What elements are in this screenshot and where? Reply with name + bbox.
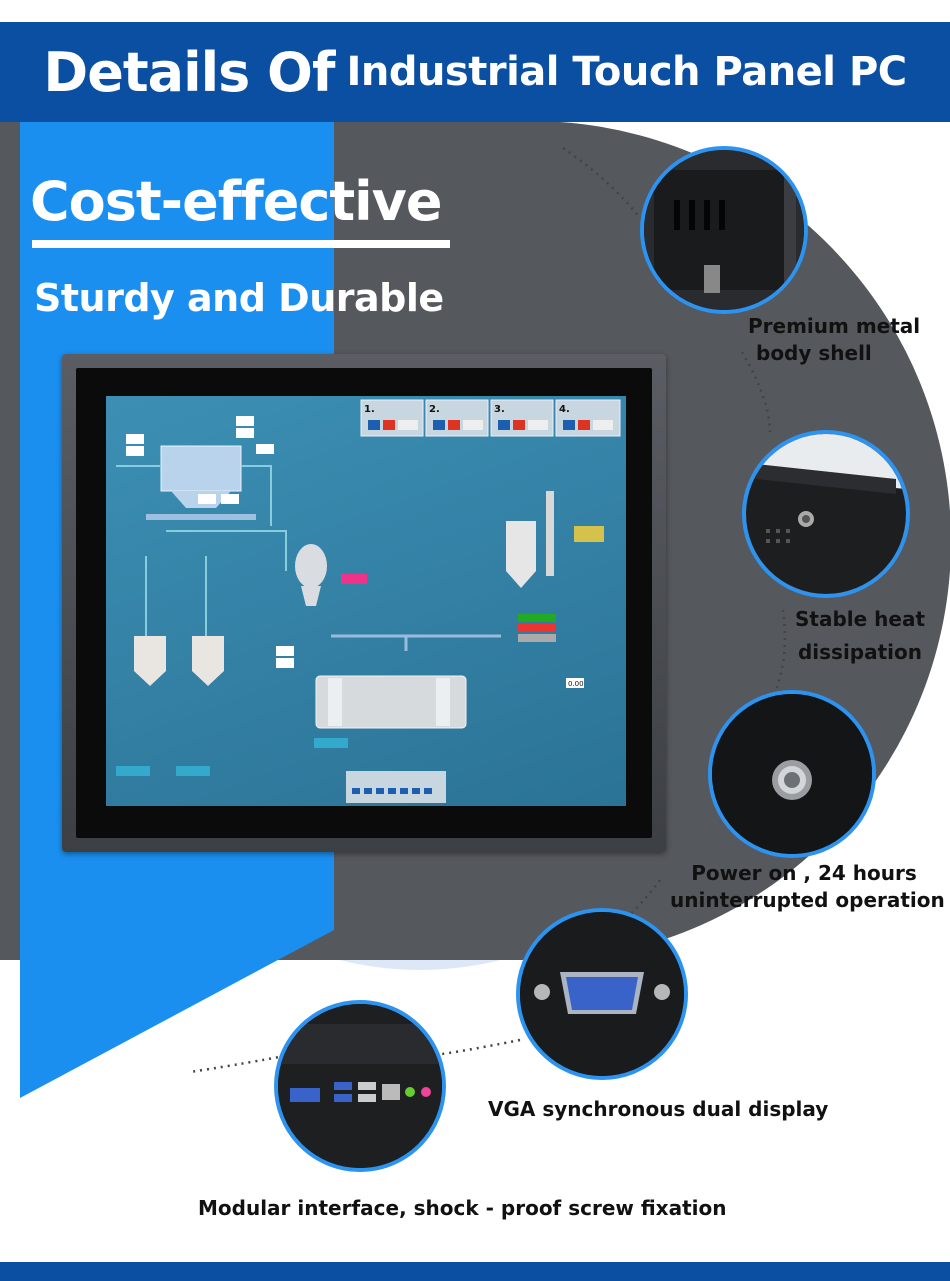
touch-panel-monitor: 1. 2. 3. 4. [62,354,666,852]
hmi-readout: 0.00 [568,680,584,688]
feature-label-heat: Stable heat dissipation [790,606,930,666]
feature-line: Power on , 24 hours [691,861,917,885]
feature-line: body shell [756,341,872,365]
feature-line: Stable heat [794,607,926,631]
metal-shell-icon [644,150,804,310]
headline: Cost-effective [30,170,442,233]
heat-vent-icon [746,434,906,594]
footer-bar [0,1262,950,1281]
callout-metal-shell [640,146,808,314]
header-title-small: Industrial Touch Panel PC [346,49,907,95]
hmi-diagram: 1. 2. 3. 4. [116,399,621,803]
callout-vga [516,908,688,1080]
hmi-panel-3-number: 3. [494,404,505,415]
header-title-big: Details Of [43,40,335,104]
hmi-screen: 1. 2. 3. 4. [106,396,626,806]
feature-line: uninterrupted operation [670,888,945,912]
hmi-panel-4-number: 4. [559,404,570,415]
header-banner: Details Of Industrial Touch Panel PC [0,22,950,122]
feature-label-metal-shell: Premium metal body shell [748,313,921,367]
feature-line: dissipation [797,640,923,664]
callout-heat-dissipation [742,430,910,598]
subheadline: Sturdy and Durable [34,276,444,320]
callout-io-ports [274,1000,446,1172]
monitor-bezel: 1. 2. 3. 4. [76,368,652,838]
headline-underline [32,240,450,248]
feature-label-power: Power on , 24 hours uninterrupted operat… [670,860,945,914]
io-ports-icon [278,1004,442,1168]
power-button-icon [712,694,872,854]
hmi-panel-2-number: 2. [429,404,440,415]
feature-label-vga: VGA synchronous dual display [488,1097,829,1121]
feature-line: Premium metal [748,314,921,338]
feature-label-modular: Modular interface, shock - proof screw f… [198,1196,727,1220]
vga-port-icon [520,912,684,1076]
callout-power-button [708,690,876,858]
hmi-panel-1-number: 1. [364,404,375,415]
